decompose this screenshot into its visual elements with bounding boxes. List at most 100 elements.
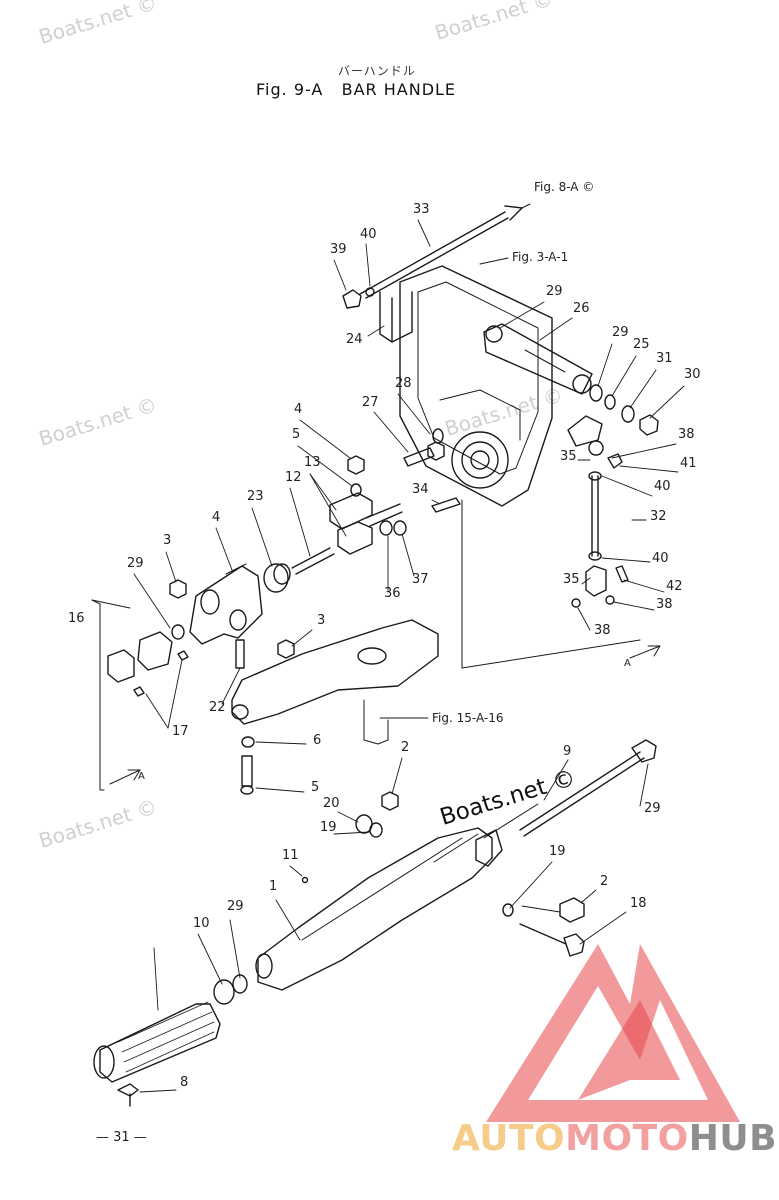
part-number-23: 23 bbox=[247, 489, 264, 504]
part-number-2: 2 bbox=[401, 740, 409, 755]
part-number-4: 4 bbox=[212, 510, 220, 525]
pin-11 bbox=[301, 876, 309, 884]
bolt-2-right bbox=[521, 897, 585, 923]
view-a-arrows bbox=[109, 645, 661, 785]
bar-handle-arm-1 bbox=[255, 827, 503, 991]
rubber-grip bbox=[93, 1001, 221, 1083]
part-number-40: 40 bbox=[652, 551, 669, 566]
part-number-18: 18 bbox=[630, 896, 647, 911]
bracket-13 bbox=[329, 492, 407, 555]
part-number-37: 37 bbox=[412, 572, 429, 587]
part-number-24: 24 bbox=[346, 332, 363, 347]
part-number-16: 16 bbox=[68, 611, 85, 626]
part-number-29: 29 bbox=[227, 899, 244, 914]
bolt-4-upper bbox=[347, 455, 365, 497]
brand-auto: AUTO bbox=[452, 1118, 566, 1159]
bolt-34 bbox=[431, 497, 461, 513]
automotohub-logo-icon bbox=[486, 944, 740, 1122]
lever-plate bbox=[231, 619, 439, 745]
part-number-19: 19 bbox=[320, 820, 337, 835]
knob-16 bbox=[91, 599, 185, 791]
collar-10 bbox=[213, 974, 248, 1005]
part-number-38: 38 bbox=[656, 597, 673, 612]
pins-17 bbox=[133, 650, 189, 697]
part-number-6: 6 bbox=[313, 733, 321, 748]
part-number-40: 40 bbox=[360, 227, 377, 242]
part-number-3: 3 bbox=[317, 613, 325, 628]
part-number-36: 36 bbox=[384, 586, 401, 601]
part-number-12: 12 bbox=[285, 470, 302, 485]
view-marker-left: A bbox=[138, 771, 145, 782]
part-number-30: 30 bbox=[684, 367, 701, 382]
washers-20-19 bbox=[355, 814, 383, 838]
mounting-plate bbox=[399, 265, 641, 669]
part-number-29: 29 bbox=[644, 801, 661, 816]
part-number-26: 26 bbox=[573, 301, 590, 316]
part-number-42: 42 bbox=[666, 579, 683, 594]
part-number-29: 29 bbox=[127, 556, 144, 571]
part-number-5: 5 bbox=[311, 780, 319, 795]
part-number-33: 33 bbox=[413, 202, 430, 217]
automotohub-brand: AUTOMOTOHUB bbox=[452, 1118, 777, 1159]
ref-fig-3a1: Fig. 3-A-1 bbox=[512, 250, 568, 264]
part-number-2: 2 bbox=[600, 874, 608, 889]
washer-6 bbox=[241, 736, 255, 748]
part-number-3: 3 bbox=[163, 533, 171, 548]
nut-3-upper bbox=[169, 579, 187, 599]
ref-fig-8a: Fig. 8-A © bbox=[534, 180, 594, 194]
part-number-31: 31 bbox=[656, 351, 673, 366]
shift-rod-33 bbox=[342, 203, 531, 309]
part-number-19: 19 bbox=[549, 844, 566, 859]
washers-right bbox=[589, 384, 659, 436]
part-number-1: 1 bbox=[269, 879, 277, 894]
lever-bracket-4 bbox=[189, 563, 263, 645]
long-bolt-9 bbox=[483, 739, 657, 839]
bracket-24 bbox=[379, 291, 413, 343]
rod-end-upper bbox=[567, 415, 623, 469]
part-number-35: 35 bbox=[563, 572, 580, 587]
part-number-27: 27 bbox=[362, 395, 379, 410]
nut-3-lower bbox=[277, 639, 295, 659]
part-number-28: 28 bbox=[395, 376, 412, 391]
link-rod-32 bbox=[571, 471, 629, 608]
part-number-25: 25 bbox=[633, 337, 650, 352]
part-number-8: 8 bbox=[180, 1075, 188, 1090]
leader-lines bbox=[133, 219, 685, 1093]
bolt-5-lower bbox=[240, 755, 254, 795]
part-number-20: 20 bbox=[323, 796, 340, 811]
bolt-2-upper bbox=[381, 791, 399, 811]
bolt-18 bbox=[502, 903, 585, 957]
part-number-5: 5 bbox=[292, 427, 300, 442]
part-number-9: 9 bbox=[563, 744, 571, 759]
part-number-38: 38 bbox=[678, 427, 695, 442]
shaft-12 bbox=[291, 547, 335, 575]
screw-8 bbox=[117, 1083, 139, 1107]
part-number-17: 17 bbox=[172, 724, 189, 739]
pin-22 bbox=[235, 639, 245, 669]
part-number-11: 11 bbox=[282, 848, 299, 863]
bolt-27 bbox=[403, 428, 445, 467]
page-number: — 31 — bbox=[96, 1130, 147, 1145]
brand-hub: HUB bbox=[688, 1118, 778, 1159]
part-number-39: 39 bbox=[330, 242, 347, 257]
part-number-32: 32 bbox=[650, 509, 667, 524]
japanese-title: バーハンドル bbox=[338, 64, 416, 78]
part-number-22: 22 bbox=[209, 700, 226, 715]
view-marker-right: A bbox=[624, 658, 631, 669]
part-number-38: 38 bbox=[594, 623, 611, 638]
brand-moto: MOTO bbox=[565, 1118, 689, 1159]
part-number-29: 29 bbox=[612, 325, 629, 340]
part-number-40: 40 bbox=[654, 479, 671, 494]
figure-title: Fig. 9-A BAR HANDLE bbox=[256, 80, 457, 99]
part-number-34: 34 bbox=[412, 482, 429, 497]
part-number-41: 41 bbox=[680, 456, 697, 471]
ref-fig-15a16: Fig. 15-A-16 bbox=[432, 711, 504, 725]
part-number-4: 4 bbox=[294, 402, 302, 417]
bushing-23 bbox=[263, 563, 291, 593]
link-26 bbox=[483, 323, 593, 395]
part-number-35: 35 bbox=[560, 449, 577, 464]
part-number-29: 29 bbox=[546, 284, 563, 299]
